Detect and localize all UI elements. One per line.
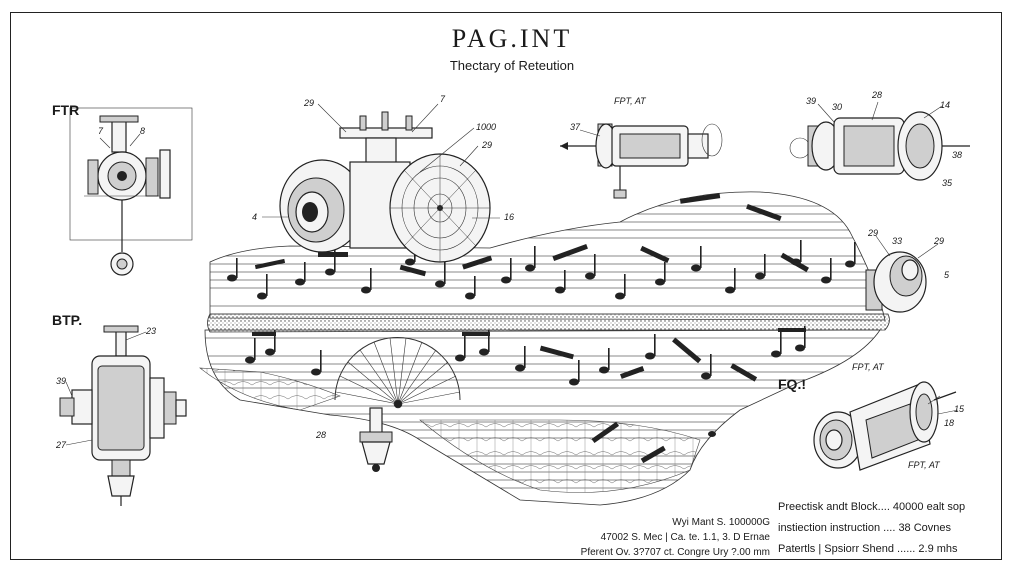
figure-cylinder-top xyxy=(560,123,723,199)
callout: FPT, AT xyxy=(614,96,646,106)
callout: 39 xyxy=(56,376,67,386)
notes-line: Wyi Mant S. 100000G xyxy=(672,517,770,528)
figure-cylinder-fq xyxy=(813,381,957,471)
notes-line: Pferent Ov. 3?707 ct. Congre Ury ?.00 mm xyxy=(580,547,770,558)
figure-ftr xyxy=(69,107,193,276)
callout: 39 xyxy=(806,96,817,106)
drawing-subtitle: Thectary of Reteution xyxy=(449,58,575,73)
callout: FPT, AT xyxy=(852,362,884,372)
figure-wheel-assembly xyxy=(279,111,491,263)
figure-label-fq: FQ.! xyxy=(778,376,806,392)
figure-spindle xyxy=(359,407,393,472)
figure-label-ftr: FTR xyxy=(52,102,80,118)
callout: 35 xyxy=(942,178,953,188)
callout: 33 xyxy=(892,236,903,246)
callout: 14 xyxy=(940,100,951,110)
callout: 15 xyxy=(954,404,965,414)
notes-line: instiection instruction .... 38 Covnes xyxy=(778,522,952,534)
figure-round-part-right xyxy=(865,251,927,313)
callout: 7 xyxy=(440,94,446,104)
callout: 37 xyxy=(570,122,581,132)
figure-assembly-top-right xyxy=(789,111,970,181)
callout: 28 xyxy=(872,90,883,100)
callout: 28 xyxy=(316,430,327,440)
music-score-landscape xyxy=(199,191,890,506)
callout: 5 xyxy=(944,270,950,280)
figure-btp xyxy=(59,325,187,506)
callout: 7 xyxy=(98,126,104,136)
callout: 29 xyxy=(482,140,493,150)
callout: 18 xyxy=(944,418,955,428)
notes-line: Preectisk andt Block.... 40000 ealt sop xyxy=(778,501,966,513)
drawing-title: PAG.INT xyxy=(451,24,573,53)
callout: 29 xyxy=(934,236,945,246)
notes-line: Patertls | Spsiorr Shend ...... 2.9 mhs xyxy=(778,543,958,555)
callout: 38 xyxy=(952,150,963,160)
callout: 16 xyxy=(504,212,515,222)
notes-left: Wyi Mant S. 100000G 47002 S. Mec | Ca. t… xyxy=(500,515,770,560)
callout: 23 xyxy=(146,326,157,336)
callout: 27 xyxy=(56,440,67,450)
notes-right: Preectisk andt Block.... 40000 ealt sop … xyxy=(778,497,998,560)
callout: 29 xyxy=(868,228,879,238)
callout: 29 xyxy=(304,98,315,108)
callout: FPT, AT xyxy=(908,460,940,470)
callout: 1000 xyxy=(476,122,497,132)
notes-line: 47002 S. Mec | Ca. te. 1.1, 3. D Ernae xyxy=(600,532,770,543)
callout: 30 xyxy=(832,102,843,112)
callout: 4 xyxy=(252,212,258,222)
callout: 8 xyxy=(140,126,146,136)
figure-label-btp: BTP. xyxy=(52,312,83,328)
